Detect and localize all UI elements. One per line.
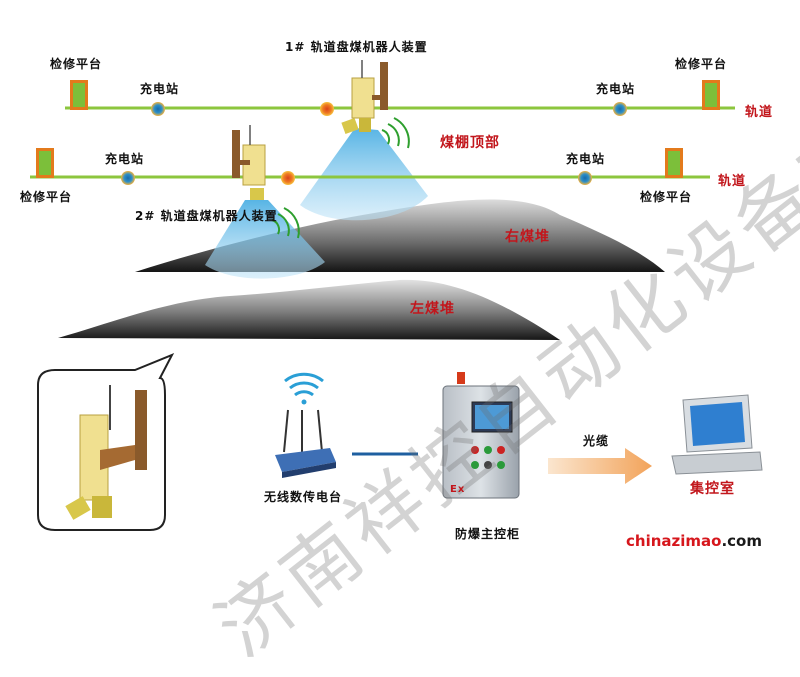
wireless-radio-device bbox=[275, 409, 336, 478]
label-repair-ml: 检修平台 bbox=[20, 190, 73, 204]
label-charge-m1: 充电站 bbox=[105, 152, 145, 166]
label-roof: 煤棚顶部 bbox=[440, 135, 500, 151]
label-fiber: 光缆 bbox=[583, 434, 610, 448]
label-robot2: 2# 轨道盘煤机器人装置 bbox=[135, 209, 278, 223]
label-control-room: 集控室 bbox=[690, 481, 735, 497]
repair-platform-mr bbox=[665, 148, 683, 178]
site-logo-part1: chinazimao bbox=[626, 532, 722, 550]
charging-station-t2 bbox=[613, 102, 627, 116]
robot2-indicator bbox=[281, 171, 295, 185]
left-coal-pile bbox=[58, 279, 560, 340]
robot2-device bbox=[232, 125, 300, 239]
diagram-canvas: 济南祥控自动化设备有限公司 1# 轨道盘煤机器人装置 2# 轨道盘煤机器人装置 … bbox=[20, 0, 800, 673]
charging-station-m1 bbox=[121, 171, 135, 185]
charging-station-t1 bbox=[151, 102, 165, 116]
site-logo: chinazimao.com bbox=[626, 532, 762, 550]
label-cabinet: 防爆主控柜 bbox=[455, 527, 521, 541]
robot1-device bbox=[341, 60, 410, 149]
label-ex: Ex bbox=[450, 484, 466, 495]
robot-detail-device bbox=[65, 385, 147, 520]
label-wireless: 无线数传电台 bbox=[264, 490, 343, 504]
label-left-pile: 左煤堆 bbox=[410, 301, 455, 317]
label-repair-mr: 检修平台 bbox=[640, 190, 693, 204]
robot1-indicator bbox=[320, 102, 334, 116]
label-repair-tr: 检修平台 bbox=[675, 57, 728, 71]
explosion-proof-cabinet bbox=[442, 372, 520, 499]
repair-platform-tr bbox=[702, 80, 720, 110]
repair-platform-tl bbox=[70, 80, 88, 110]
label-charge-m2: 充电站 bbox=[566, 152, 606, 166]
repair-platform-ml bbox=[36, 148, 54, 178]
charging-station-m2 bbox=[578, 171, 592, 185]
label-charge-t2: 充电站 bbox=[596, 82, 636, 96]
robot2-scan-beam bbox=[205, 200, 325, 279]
label-right-pile: 右煤堆 bbox=[505, 229, 550, 245]
computer-icon bbox=[671, 394, 763, 475]
diagram-svg bbox=[30, 60, 763, 531]
label-robot1: 1# 轨道盘煤机器人装置 bbox=[285, 40, 428, 54]
fiber-arrow bbox=[548, 448, 652, 484]
label-rail-1: 轨道 bbox=[745, 105, 774, 120]
label-repair-tl: 检修平台 bbox=[50, 57, 103, 71]
label-rail-2: 轨道 bbox=[718, 174, 747, 189]
robot1-scan-beam bbox=[300, 128, 428, 221]
wifi-icon bbox=[284, 372, 324, 405]
site-logo-part2: .com bbox=[721, 532, 762, 550]
label-charge-t1: 充电站 bbox=[140, 82, 180, 96]
